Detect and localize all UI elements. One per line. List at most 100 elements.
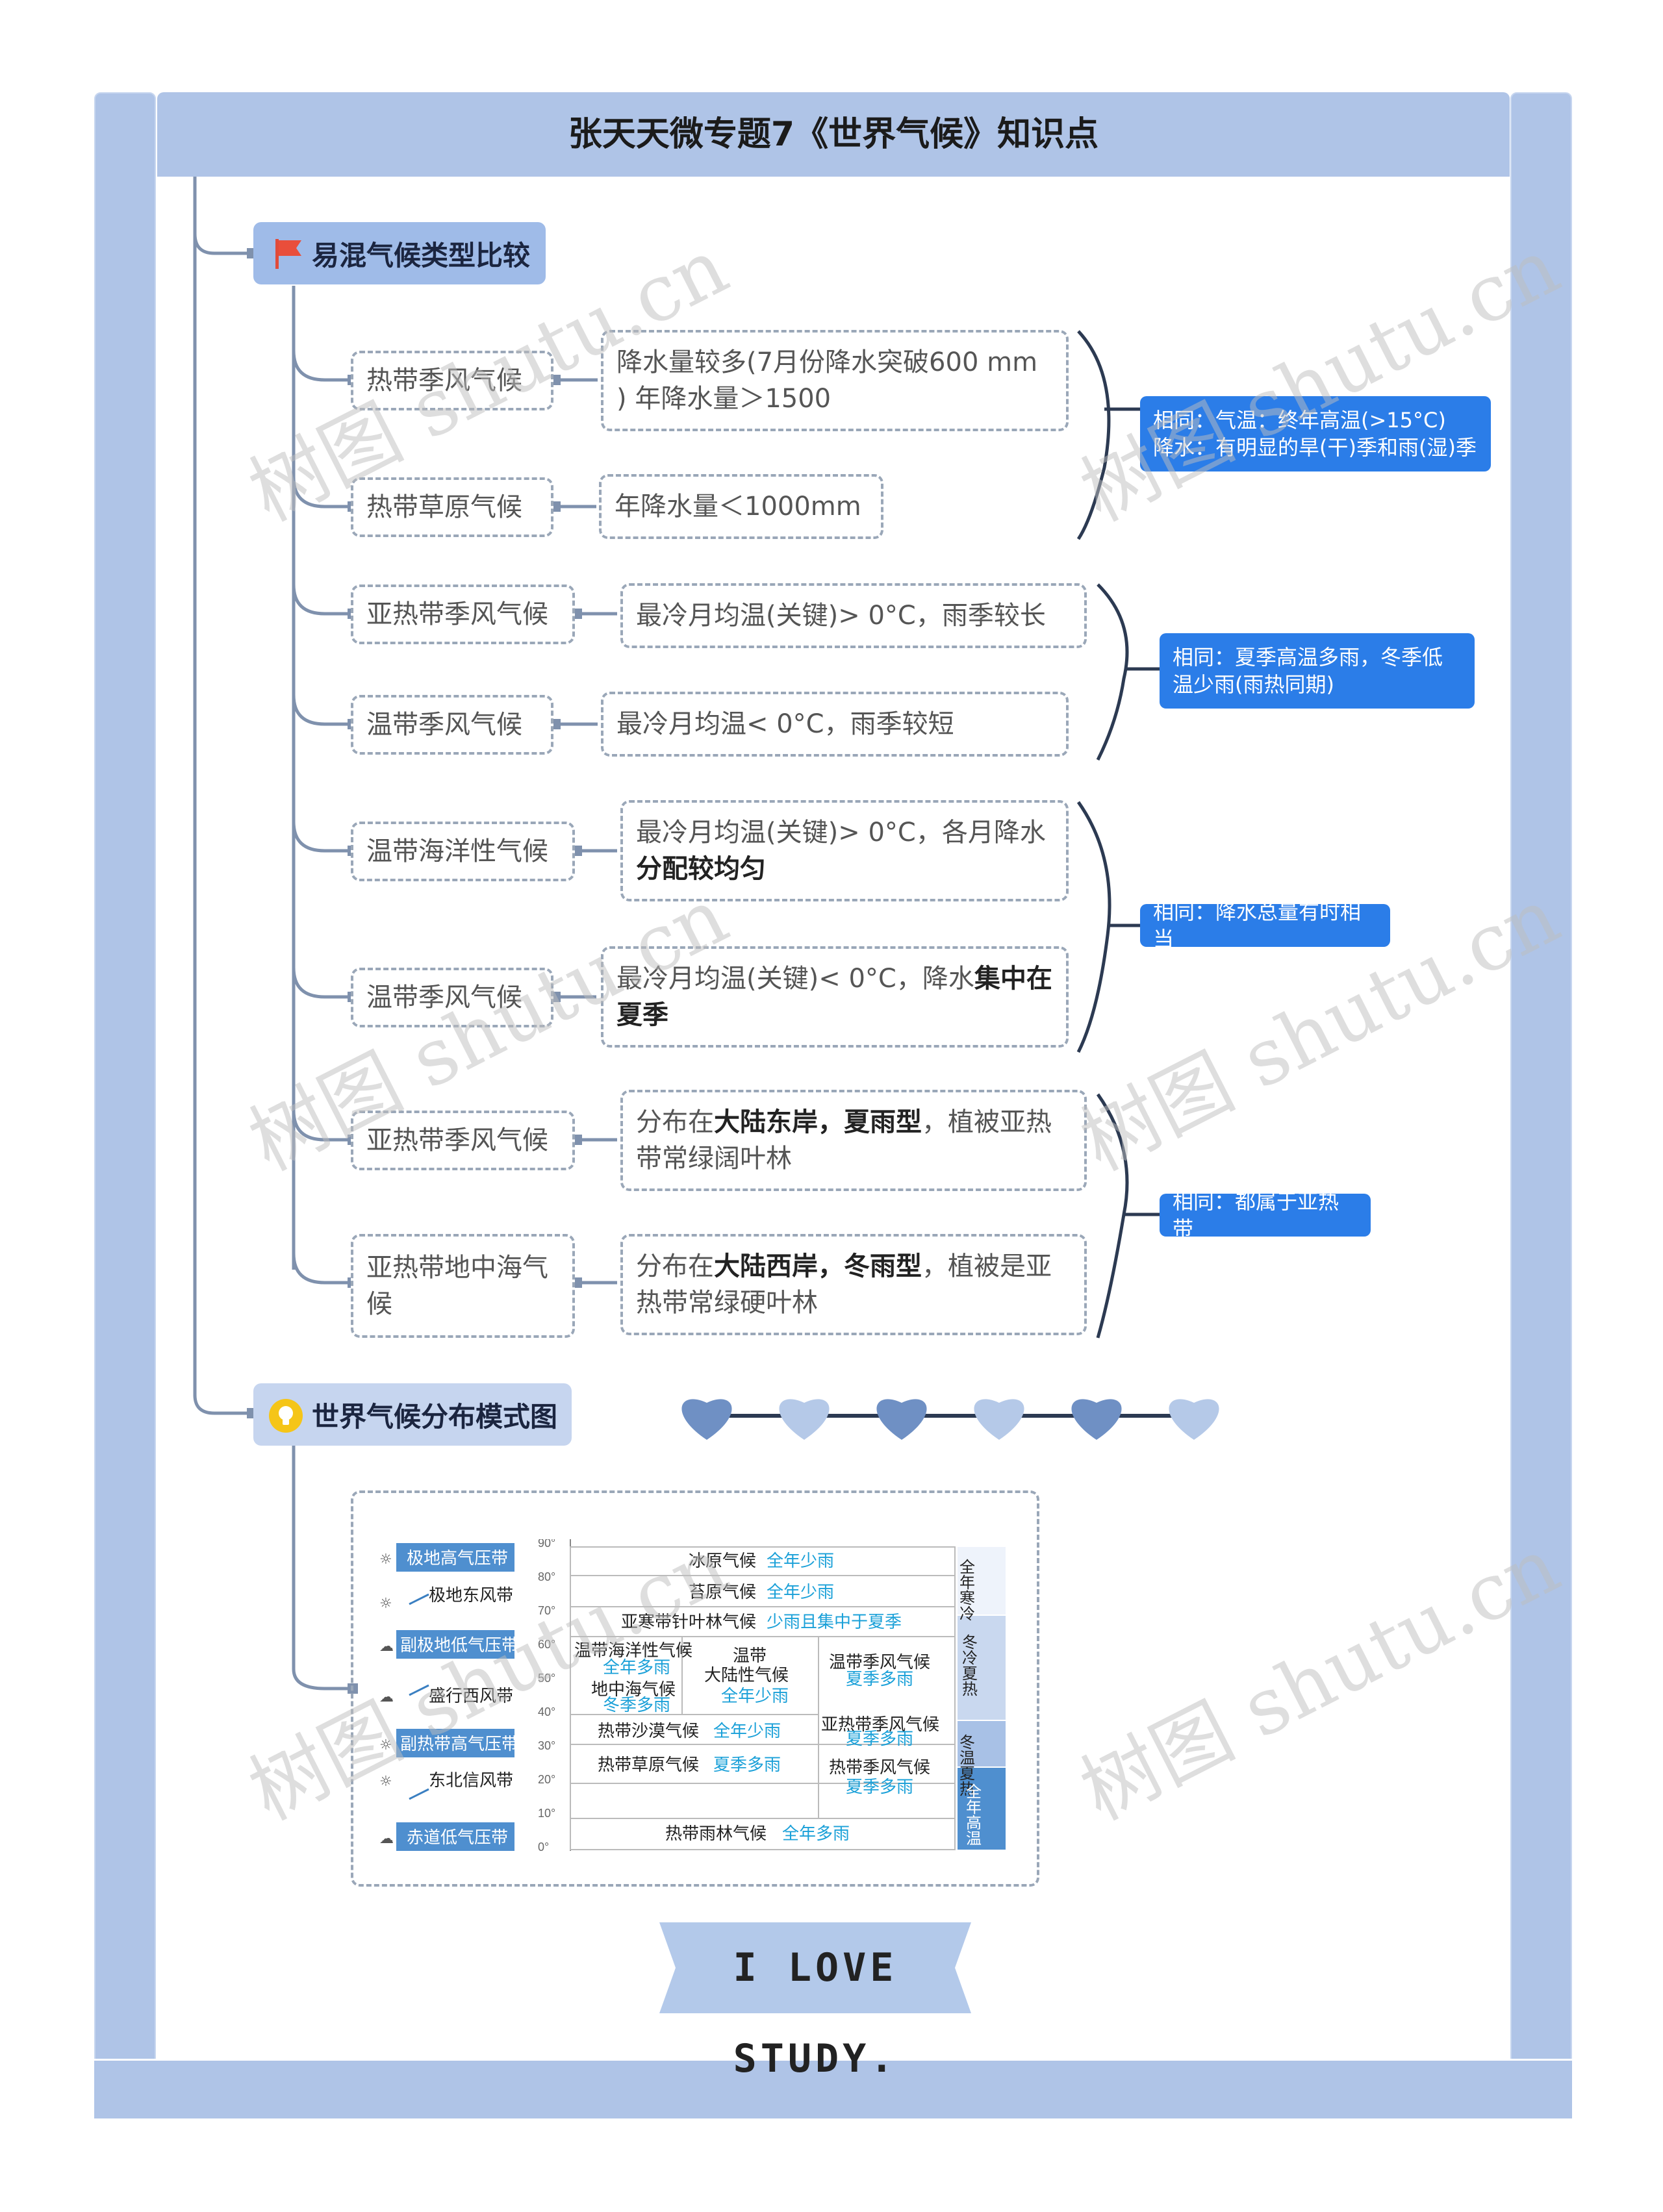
climate-node[interactable]: 亚热带季风气候	[351, 584, 575, 644]
climate-node[interactable]: 热带季风气候	[351, 351, 553, 410]
latitude-tick-label: 90°	[538, 1539, 555, 1550]
climate-node[interactable]: 亚热带季风气候	[351, 1111, 575, 1170]
climate-desc[interactable]: 最冷月均温< 0°C，雨季较短	[601, 692, 1069, 757]
hearts-svg	[681, 1399, 1219, 1440]
study-banner: I LOVE STUDY.	[659, 1922, 971, 2081]
latitude-tick-label: 0°	[538, 1841, 549, 1851]
belt-westerlies: 盛行西风带	[429, 1686, 513, 1705]
diagram-frame	[351, 1490, 1039, 1887]
latitude-tick-label: 50°	[538, 1672, 555, 1685]
belt-subpolar-low: 副极地低气压带	[400, 1635, 518, 1655]
heart-icon	[681, 1399, 732, 1440]
latitude-tick-label: 70°	[538, 1604, 555, 1617]
note-text: 相同：气温：终年高温(>15°C)降水：有明显的旱(干)季和雨(湿)季	[1153, 407, 1477, 461]
desc-part: 最冷月均温(关键)> 0°C，各月降水	[636, 818, 1046, 848]
hearts-decoration	[676, 1387, 1228, 1448]
svg-text:☁: ☁	[379, 1689, 394, 1705]
climate-desc[interactable]: 最冷月均温(关键)< 0°C，降水集中在夏季	[601, 946, 1069, 1048]
desc-part: 最冷月均温(关键)< 0°C，降水	[616, 964, 974, 994]
latitude-tick-label: 60°	[538, 1638, 555, 1651]
climate-desc[interactable]: 降水量较多(7月份降水突破600 mm ) 年降水量＞1500	[601, 330, 1069, 431]
climate-desc[interactable]: 分布在大陆西岸，冬雨型，植被是亚热带常绿硬叶林	[620, 1234, 1087, 1335]
climate-tropical-monsoon-feature: 夏季多雨	[846, 1777, 913, 1796]
belt-polar-high: 极地高气压带	[407, 1548, 508, 1568]
climate-desc[interactable]: 最冷月均温(关键)> 0°C，雨季较长	[620, 583, 1087, 648]
similarity-note[interactable]: 相同：都属于亚热带	[1160, 1189, 1371, 1241]
desc-text: 最冷月均温(关键)> 0°C，各月降水分配较均匀	[636, 814, 1053, 887]
similarity-note[interactable]: 相同：夏季高温多雨，冬季低温少雨(雨热同期)	[1160, 633, 1475, 709]
climate-desc[interactable]: 年降水量＜1000mm	[599, 474, 883, 539]
desc-bold: 集中在夏季	[616, 964, 1052, 1030]
climate-node[interactable]: 热带草原气候	[351, 477, 553, 537]
desc-part: 分布在	[636, 1107, 714, 1137]
climate-continental-top: 温带	[733, 1646, 767, 1665]
climate-subtropical-monsoon: 亚热带季风气候	[821, 1715, 939, 1734]
latitude-tick-label: 10°	[538, 1807, 555, 1820]
climate-node[interactable]: 亚热带地中海气候	[351, 1234, 575, 1338]
note-line: 降水：有明显的旱(干)季和雨(湿)季	[1153, 435, 1477, 460]
climate-tundra-feature: 全年少雨	[767, 1582, 834, 1602]
similarity-note[interactable]: 相同：气温：终年高温(>15°C)降水：有明显的旱(干)季和雨(湿)季	[1140, 396, 1491, 471]
climate-distribution-diagram: 极地高气压带 极地东风带 副极地低气压带 盛行西风带 副热带高气压带 东北信风带…	[379, 1539, 1006, 1851]
temperature-band-label: 全年高温	[963, 1783, 982, 1846]
belt-polar-easterlies: 极地东风带	[429, 1585, 513, 1605]
desc-text: 最冷月均温(关键)< 0°C，降水集中在夏季	[616, 961, 1053, 1033]
branch-confusable-climates[interactable]: 易混气候类型比较	[253, 222, 546, 284]
climate-mediterranean-feature: 冬季多雨	[603, 1695, 670, 1715]
desc-text: 最冷月均温< 0°C，雨季较短	[616, 709, 954, 739]
latitude-tick-label: 80°	[538, 1570, 555, 1583]
svg-text:☁: ☁	[379, 1639, 394, 1655]
title-bar: 张天天微专题7《世界气候》知识点	[157, 92, 1510, 177]
climate-node[interactable]: 温带海洋性气候	[351, 822, 575, 881]
svg-text:☼: ☼	[379, 1774, 392, 1790]
note-text: 相同：都属于亚热带	[1173, 1189, 1339, 1241]
frame-right-border	[1510, 92, 1572, 2118]
climate-name: 温带海洋性气候	[366, 836, 548, 866]
climate-desc[interactable]: 分布在大陆东岸，夏雨型，植被亚热带常绿阔叶林	[620, 1090, 1087, 1191]
climate-name: 亚热带地中海气候	[366, 1253, 548, 1319]
desc-part: ，植被是亚热带常绿硬叶林	[636, 1251, 1052, 1318]
branch-distribution-diagram[interactable]: 世界气候分布模式图	[253, 1383, 572, 1446]
climate-taiga-feature: 少雨且集中于夏季	[767, 1612, 902, 1631]
note-text: 相同：夏季高温多雨，冬季低温少雨(雨热同期)	[1173, 644, 1443, 698]
climate-ice-cap: 冰原气候	[689, 1551, 756, 1570]
heart-icon	[1071, 1399, 1122, 1440]
climate-node[interactable]: 温带季风气候	[351, 968, 553, 1027]
climate-desc[interactable]: 最冷月均温(关键)> 0°C，各月降水分配较均匀	[620, 800, 1069, 901]
desc-text: 分布在大陆东岸，夏雨型，植被亚热带常绿阔叶林	[636, 1104, 1071, 1177]
climate-name: 温带季风气候	[366, 710, 522, 740]
climate-continental-feature: 全年少雨	[721, 1686, 789, 1705]
climate-tundra: 苔原气候	[689, 1582, 756, 1602]
page-title: 张天天微专题7《世界气候》知识点	[568, 115, 1099, 154]
belt-equatorial-low: 赤道低气压带	[407, 1828, 508, 1847]
note-line: 温少雨(雨热同期)	[1173, 672, 1334, 697]
svg-text:☼: ☼	[379, 1596, 392, 1612]
note-text: 相同：降水总量有时相当	[1153, 899, 1362, 951]
climate-taiga: 亚寒带针叶林气候	[621, 1612, 756, 1631]
svg-text:☁: ☁	[379, 1831, 394, 1847]
lightbulb-icon	[269, 1399, 303, 1433]
heart-icon	[974, 1399, 1024, 1440]
desc-text: 降水量较多(7月份降水突破600 mm ) 年降水量＞1500	[616, 347, 1038, 414]
climate-temperate-monsoon-feature: 夏季多雨	[846, 1669, 913, 1689]
climate-name: 亚热带季风气候	[366, 1125, 548, 1155]
similarity-note[interactable]: 相同：降水总量有时相当	[1140, 899, 1390, 951]
banner-shape	[659, 1922, 971, 2013]
note-line: 相同：夏季高温多雨，冬季低	[1173, 645, 1443, 670]
frame-bottom-border	[94, 2059, 1572, 2118]
climate-subtropical-monsoon-feature: 夏季多雨	[846, 1729, 913, 1748]
climate-savanna: 热带草原气候	[598, 1755, 699, 1774]
climate-rainforest-feature: 全年多雨	[782, 1824, 850, 1843]
desc-text: 分布在大陆西岸，冬雨型，植被是亚热带常绿硬叶林	[636, 1248, 1071, 1321]
svg-text:☼: ☼	[379, 1737, 392, 1753]
belt-subtropical-high: 副热带高气压带	[400, 1734, 518, 1753]
desc-part: ，植被亚热带常绿阔叶林	[636, 1107, 1052, 1174]
climate-name: 热带草原气候	[366, 492, 522, 522]
climate-name: 热带季风气候	[366, 366, 522, 396]
climate-marine-feature: 全年多雨	[603, 1657, 670, 1677]
climate-temperate-monsoon: 温带季风气候	[829, 1652, 930, 1672]
climate-tropical-monsoon: 热带季风气候	[829, 1757, 930, 1777]
climate-node[interactable]: 温带季风气候	[351, 695, 553, 755]
